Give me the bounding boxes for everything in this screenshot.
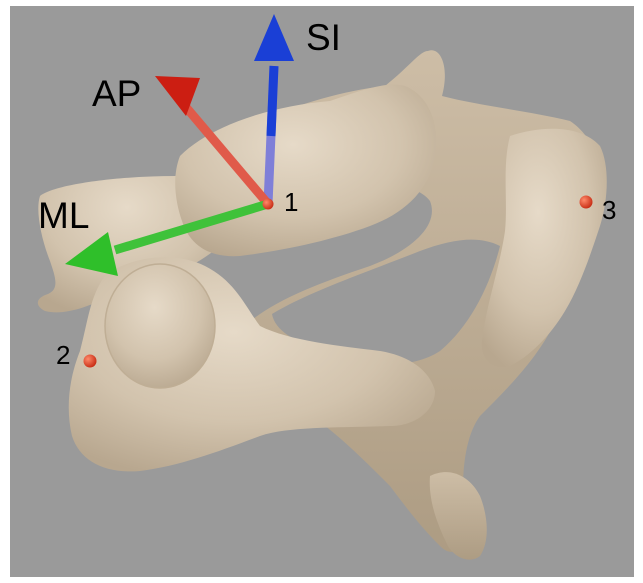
landmark-1-label: 1 [284, 187, 298, 217]
vertebra-scene: SI AP ML 1 2 3 [10, 6, 634, 577]
facet-cap [105, 264, 215, 388]
vertebral-body-top [175, 85, 436, 257]
landmark-2-marker[interactable] [84, 355, 97, 368]
ml-axis-label: ML [38, 195, 89, 236]
landmark-1-marker[interactable] [263, 199, 274, 210]
spinous-tip [430, 472, 487, 560]
si-axis-label: SI [306, 17, 341, 58]
landmark-3-marker[interactable] [580, 196, 593, 209]
ap-axis-label: AP [92, 73, 141, 114]
landmark-2-label: 2 [56, 340, 70, 370]
landmark-3-label: 3 [602, 195, 616, 225]
vertebra-model [38, 50, 607, 559]
3d-viewport[interactable]: SI AP ML 1 2 3 [10, 6, 634, 577]
si-axis-shaft-upper [271, 66, 274, 136]
si-axis-arrowhead [254, 14, 294, 61]
